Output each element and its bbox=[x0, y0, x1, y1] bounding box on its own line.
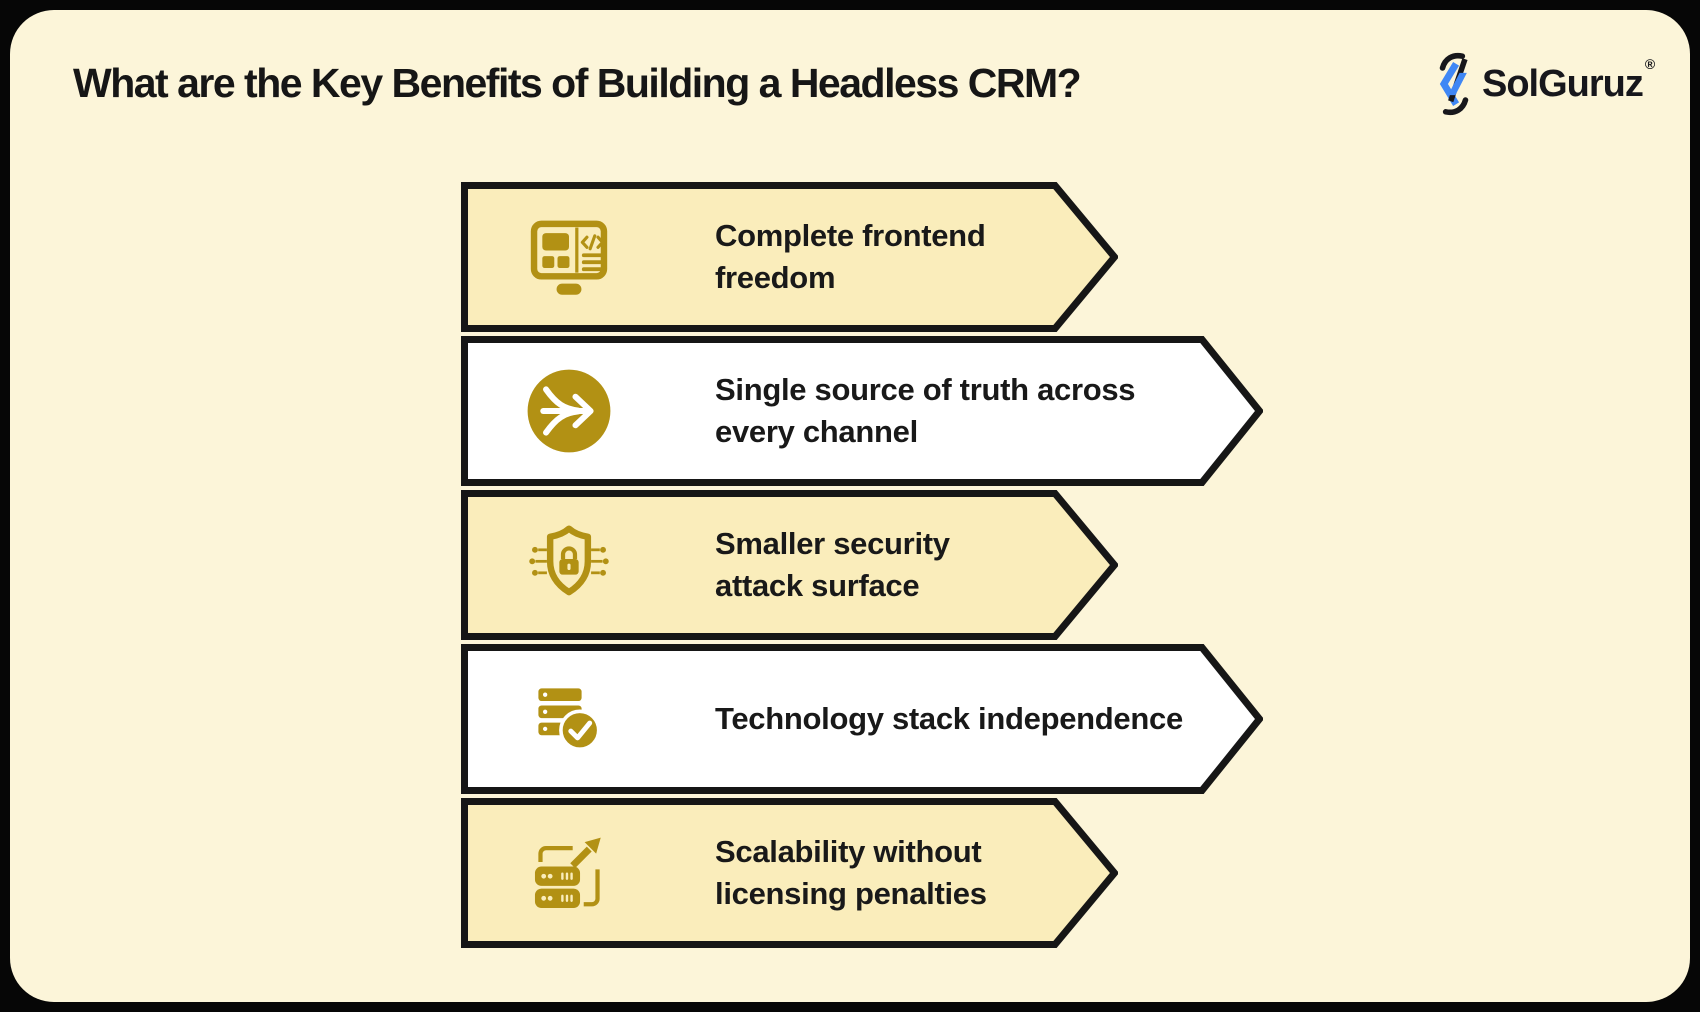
benefit-banner-single-source: Single source of truth across every chan… bbox=[461, 336, 1263, 486]
benefit-label: Complete frontend freedom bbox=[715, 218, 986, 295]
infographic-canvas: What are the Key Benefits of Building a … bbox=[10, 10, 1690, 1002]
arrow-shape bbox=[461, 490, 1118, 640]
arrow-shape bbox=[461, 798, 1118, 948]
arrow-shape bbox=[461, 182, 1118, 332]
benefit-label: Scalability without licensing penalties bbox=[715, 834, 987, 911]
server-check-icon bbox=[523, 674, 615, 764]
shield-lock-circuit-icon bbox=[523, 519, 615, 611]
benefit-label: Technology stack independence bbox=[715, 701, 1183, 736]
solguruz-logo-text: SolGuruz bbox=[1482, 63, 1644, 105]
benefit-banner-frontend-freedom: Complete frontend freedom bbox=[461, 182, 1118, 332]
benefit-banner-stack-independence: Technology stack independence bbox=[461, 644, 1263, 794]
benefit-label: Smaller security attack surface bbox=[715, 526, 950, 603]
benefit-banner-scalability: Scalability without licensing penalties bbox=[461, 798, 1118, 948]
monitor-code-icon bbox=[523, 209, 615, 305]
solguruz-bolt-icon bbox=[1439, 52, 1469, 116]
arrow-shape bbox=[461, 644, 1263, 794]
registered-trademark-symbol: ® bbox=[1644, 56, 1656, 72]
page-title: What are the Key Benefits of Building a … bbox=[73, 60, 1082, 106]
merge-arrows-icon bbox=[523, 365, 615, 457]
benefit-banner-security-surface: Smaller security attack surface bbox=[461, 490, 1118, 640]
server-scale-arrow-icon bbox=[523, 825, 615, 921]
solguruz-logo: SolGuruz ® bbox=[1434, 52, 1655, 116]
benefit-label: Single source of truth across every chan… bbox=[715, 372, 1136, 449]
arrow-shape bbox=[461, 336, 1263, 486]
